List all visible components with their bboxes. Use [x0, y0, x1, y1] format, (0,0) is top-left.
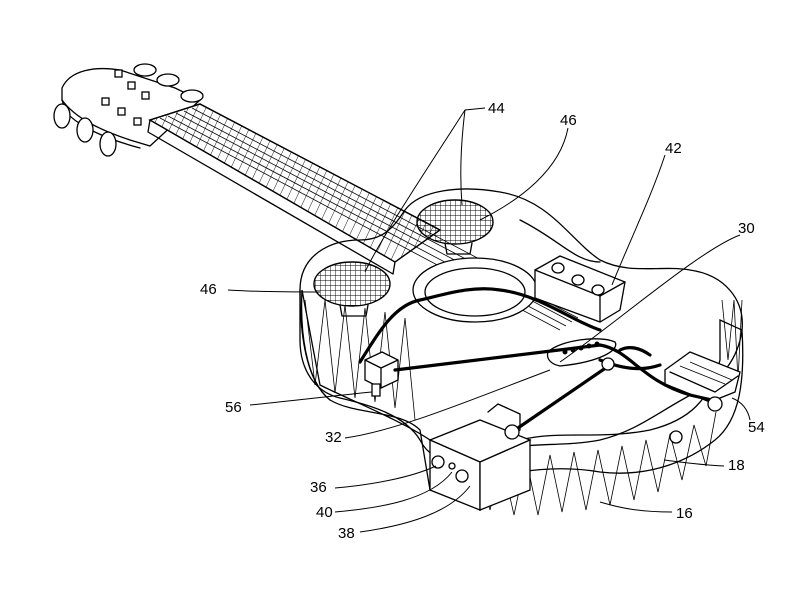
ref-54: 54: [748, 419, 765, 436]
ref-32: 32: [325, 429, 342, 446]
ref-44: 44: [488, 100, 505, 117]
ref-16: 16: [676, 505, 693, 522]
ref-30: 30: [738, 220, 755, 237]
ref-40: 40: [316, 504, 333, 521]
leader-lines: [227, 107, 751, 533]
ref-42: 42: [665, 140, 682, 157]
body-top: [299, 188, 743, 461]
ref-36: 36: [310, 479, 327, 496]
reference-numerals: 44 46 42 30 46 56 32 36 40 38 16 18 54: [200, 100, 765, 542]
jack-block: [428, 403, 532, 511]
connector-56: [364, 351, 399, 397]
body-side: [300, 289, 744, 516]
ref-18: 18: [728, 457, 745, 474]
wiring: [358, 287, 723, 444]
ref-46-lower: 46: [200, 281, 217, 298]
speaker-grilles: [313, 199, 494, 317]
neck: [147, 103, 585, 331]
ref-46-upper: 46: [560, 112, 577, 129]
ref-56: 56: [225, 399, 242, 416]
ref-38: 38: [338, 525, 355, 542]
control-panel: [534, 255, 626, 323]
